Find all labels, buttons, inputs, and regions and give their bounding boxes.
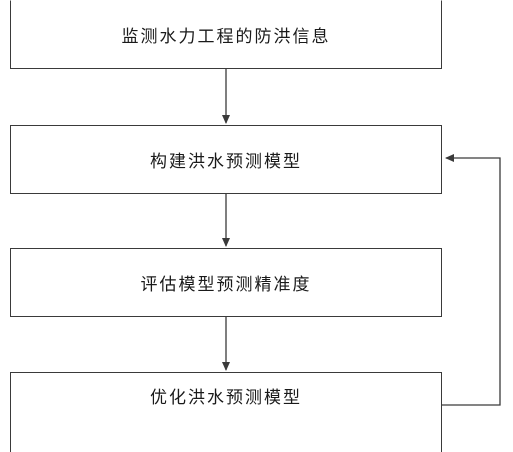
flow-step-optimize-model: 优化洪水预测模型 <box>10 372 442 452</box>
flow-step-label: 监测水力工程的防洪信息 <box>121 27 331 47</box>
flowchart: 监测水力工程的防洪信息 构建洪水预测模型 评估模型预测精准度 优化洪水预测模型 <box>10 0 501 452</box>
flow-step-evaluate-accuracy: 评估模型预测精准度 <box>10 248 442 317</box>
flow-step-label: 构建洪水预测模型 <box>150 152 302 172</box>
connectors <box>222 69 501 406</box>
flow-step-build-model: 构建洪水预测模型 <box>10 125 442 194</box>
flow-step-monitor-flood-info: 监测水力工程的防洪信息 <box>10 0 442 69</box>
flow-step-label: 评估模型预测精准度 <box>140 275 312 295</box>
feedback-arrow-step4-to-step2 <box>442 154 501 406</box>
flow-step-label: 优化洪水预测模型 <box>150 388 302 408</box>
